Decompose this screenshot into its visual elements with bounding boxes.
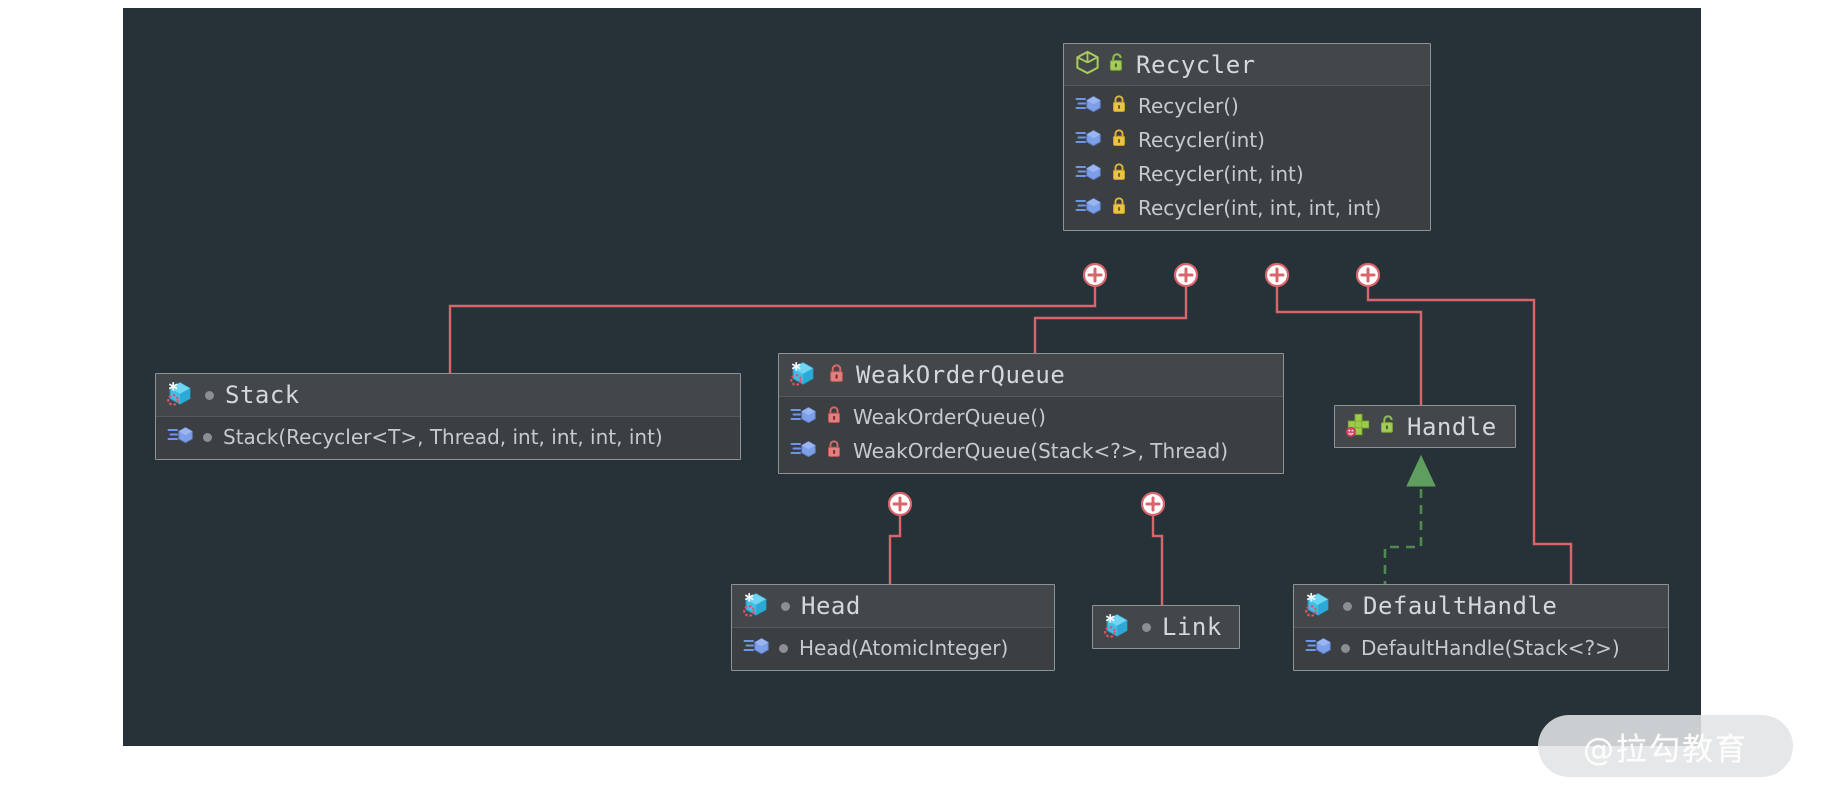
dot-grey-icon [1343,601,1352,611]
class-name: DefaultHandle [1363,592,1558,620]
dot-grey-icon [781,601,790,611]
method-icon [166,423,196,451]
lock-yellow-icon [1111,94,1127,118]
lock-yellow-icon [1111,196,1127,220]
class-static-inner-icon [166,379,194,411]
watermark: @拉勾教育 [1538,715,1793,777]
class-member[interactable]: Recycler(int) [1064,123,1430,157]
class-name: Handle [1407,412,1497,441]
class-member[interactable]: WeakOrderQueue() [779,400,1283,434]
member-label: DefaultHandle(Stack<?>) [1361,636,1620,660]
class-member[interactable]: Recycler(int, int) [1064,157,1430,191]
method-icon [1074,160,1104,188]
class-name: Link [1162,613,1222,641]
class-member[interactable]: WeakOrderQueue(Stack<?>, Thread) [779,434,1283,468]
dot-grey-icon [1341,643,1350,653]
lock-red-icon [826,439,842,463]
class-member[interactable]: Stack(Recycler<T>, Thread, int, int, int… [156,420,740,454]
class-name: WeakOrderQueue [856,361,1066,389]
member-label: Recycler(int, int, int, int) [1138,196,1382,220]
class-abstract-icon [1074,49,1101,80]
method-icon [789,437,819,465]
class-name: Stack [225,381,300,409]
method-icon [1304,634,1334,662]
class-members-recycler: Recycler() Recycler(int) Recycler(int, i [1064,86,1430,230]
class-members-head: Head(AtomicInteger) [732,628,1054,670]
class-member[interactable]: Recycler() [1064,89,1430,123]
class-box-handle[interactable]: Handle [1334,405,1516,448]
method-icon [1074,194,1104,222]
method-icon [1074,126,1104,154]
member-label: Recycler() [1138,94,1239,118]
lock-green-icon [1108,52,1125,77]
class-static-inner-icon [1103,611,1131,643]
member-label: Recycler(int) [1138,128,1265,152]
class-name: Recycler [1136,50,1256,79]
class-static-inner-icon [789,359,817,391]
class-box-head[interactable]: Head Head(AtomicInteger) [731,584,1055,671]
member-label: WeakOrderQueue() [853,405,1046,429]
class-member[interactable]: Head(AtomicInteger) [732,631,1054,665]
class-member[interactable]: Recycler(int, int, int, int) [1064,191,1430,225]
method-icon [742,634,772,662]
lock-green-icon [1379,414,1396,439]
member-label: Recycler(int, int) [1138,162,1304,186]
lock-red-icon [826,405,842,429]
class-member[interactable]: DefaultHandle(Stack<?>) [1294,631,1668,665]
lock-red-icon [828,363,845,388]
class-members-defaulthandle: DefaultHandle(Stack<?>) [1294,628,1668,670]
method-icon [789,403,819,431]
watermark-text: @拉勾教育 [1583,731,1748,768]
class-header-link: Link [1093,606,1239,648]
class-header-weakorderqueue: WeakOrderQueue [779,354,1283,397]
member-label: WeakOrderQueue(Stack<?>, Thread) [853,439,1229,463]
class-header-recycler: Recycler [1064,44,1430,86]
dot-grey-icon [1142,622,1151,632]
class-box-recycler[interactable]: Recycler Recycler() Recycler(int) [1063,43,1431,231]
class-header-head: Head [732,585,1054,628]
interface-icon [1345,411,1372,442]
class-box-link[interactable]: Link [1092,605,1240,649]
dot-grey-icon [205,390,214,400]
class-static-inner-icon [1304,590,1332,622]
class-box-stack[interactable]: Stack Stack(Recycler<T>, Thread, int, in… [155,373,741,460]
class-box-defaulthandle[interactable]: DefaultHandle DefaultHandle(Stack<?>) [1293,584,1669,671]
class-static-inner-icon [742,590,770,622]
member-label: Stack(Recycler<T>, Thread, int, int, int… [223,425,663,449]
class-members-weakorderqueue: WeakOrderQueue() WeakOrderQueue(Stack<?>… [779,397,1283,473]
lock-yellow-icon [1111,128,1127,152]
dot-grey-icon [203,432,212,442]
lock-yellow-icon [1111,162,1127,186]
class-name: Head [801,592,861,620]
member-label: Head(AtomicInteger) [799,636,1009,660]
method-icon [1074,92,1104,120]
class-header-defaulthandle: DefaultHandle [1294,585,1668,628]
class-members-stack: Stack(Recycler<T>, Thread, int, int, int… [156,417,740,459]
dot-grey-icon [779,643,788,653]
class-header-handle: Handle [1335,406,1515,447]
class-header-stack: Stack [156,374,740,417]
class-box-weakorderqueue[interactable]: WeakOrderQueue WeakOrderQueue() WeakO [778,353,1284,474]
